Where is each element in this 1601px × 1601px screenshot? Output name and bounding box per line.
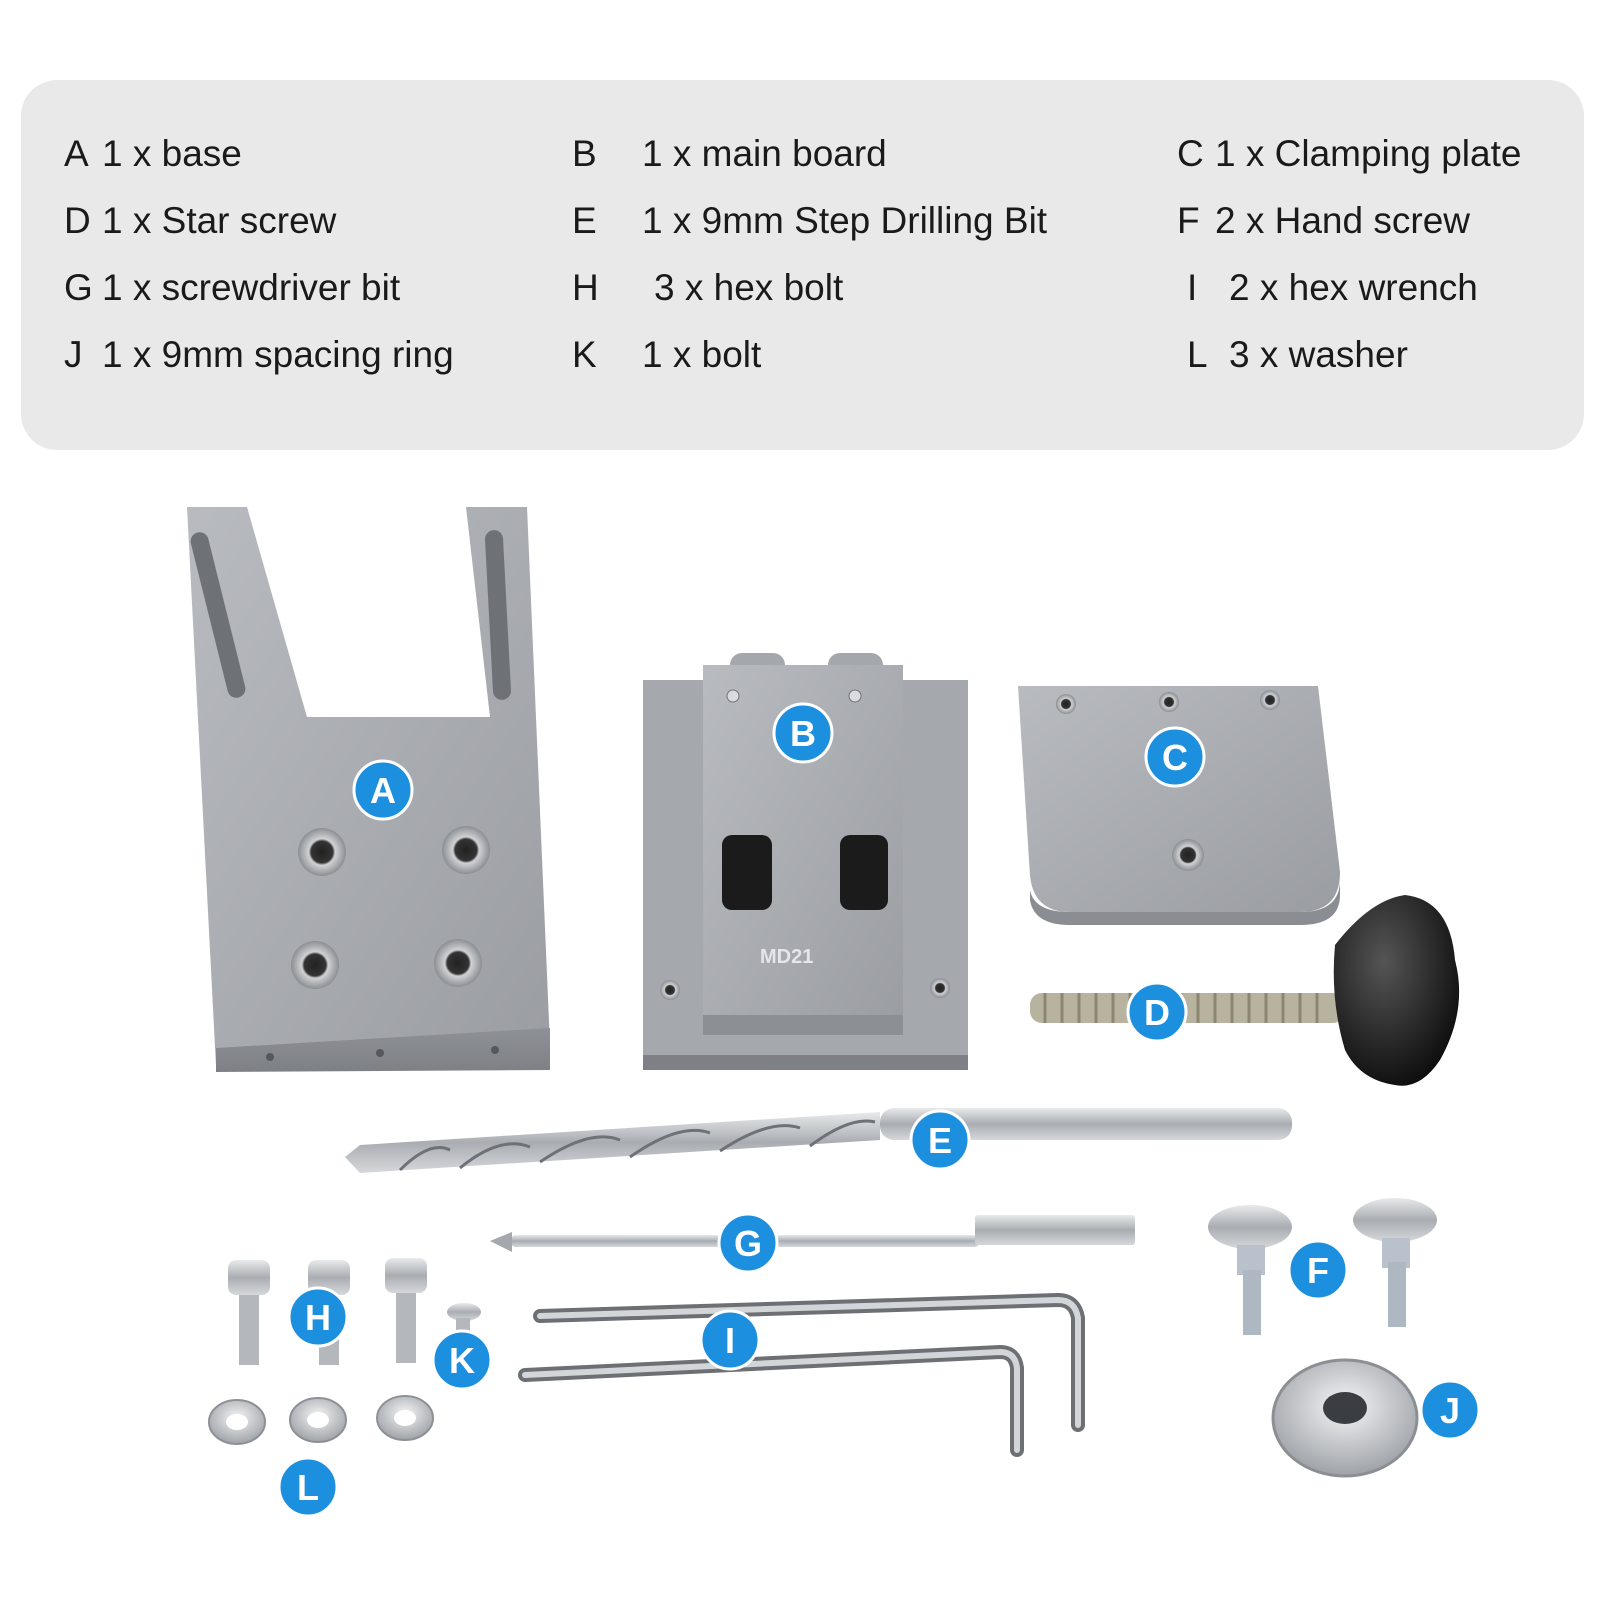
legend-text: 1 x Clamping plate (1215, 133, 1522, 174)
badge-d: D (1126, 981, 1188, 1043)
badge-label: L (297, 1467, 319, 1508)
legend-item-f: F 2 x Hand screw (1177, 202, 1470, 239)
legend-letter: A (64, 133, 89, 174)
legend-item-e: E 1 x 9mm Step Drilling Bit (572, 202, 1047, 239)
screwdriver-bit-part (490, 1215, 1135, 1252)
legend-item-d: D 1 x Star screw (64, 202, 336, 239)
badge-label: C (1162, 737, 1188, 778)
legend-item-a: A 1 x base (64, 135, 242, 172)
badge-label: H (305, 1297, 331, 1338)
badge-f: F (1287, 1239, 1349, 1301)
badge-h: H (287, 1286, 349, 1348)
badge-label: G (734, 1223, 762, 1264)
washer-part (208, 1395, 434, 1445)
legend-text: 2 x Hand screw (1215, 200, 1470, 241)
legend-letter: J (64, 334, 83, 375)
legend-letter: I (1187, 267, 1198, 308)
legend-letter: D (64, 200, 91, 241)
badge-label: D (1144, 992, 1170, 1033)
badge-label: E (928, 1120, 952, 1161)
badge-label: J (1440, 1390, 1460, 1431)
badge-label: K (449, 1340, 475, 1381)
legend-text: 1 x screwdriver bit (102, 267, 401, 308)
legend-item-b: B 1 x main board (572, 135, 887, 172)
legend-letter: K (572, 334, 597, 375)
badge-j: J (1419, 1379, 1481, 1441)
legend-text: 1 x 9mm Step Drilling Bit (642, 200, 1048, 241)
legend-text: 1 x main board (642, 133, 887, 174)
legend-text: 2 x hex wrench (1229, 267, 1478, 308)
legend-letter: E (572, 200, 597, 241)
badge-i: I (699, 1309, 761, 1371)
badge-g: G (717, 1212, 779, 1274)
legend-letter: G (64, 267, 93, 308)
step-drill-bit-part (345, 1108, 1292, 1173)
legend-text: 1 x Star screw (102, 200, 337, 241)
legend-item-k: K 1 x bolt (572, 336, 761, 373)
legend-letter: C (1177, 133, 1204, 174)
legend-item-h: H 3 x hex bolt (572, 269, 843, 306)
badge-c: C (1144, 726, 1206, 788)
badge-l: L (277, 1456, 339, 1518)
star-screw-part (1030, 895, 1460, 1086)
board-marking: MD21 (760, 946, 813, 968)
badge-k: K (431, 1329, 493, 1391)
badge-b: B (772, 702, 834, 764)
legend-item-i: I 2 x hex wrench (1187, 269, 1478, 306)
legend-item-l: L 3 x washer (1187, 336, 1408, 373)
legend-letter: H (572, 267, 599, 308)
legend-letter: F (1177, 200, 1200, 241)
legend-letter: L (1187, 334, 1208, 375)
badge-label: I (725, 1320, 735, 1361)
parts-photo: MD21 (187, 507, 1481, 1518)
badge-a: A (352, 759, 414, 821)
badge-label: F (1307, 1250, 1329, 1291)
legend-item-j: J 1 x 9mm spacing ring (64, 336, 454, 373)
legend-text: 3 x washer (1229, 334, 1408, 375)
legend-text: 3 x hex bolt (654, 267, 844, 308)
legend-text: 1 x bolt (642, 334, 762, 375)
legend-item-c: C 1 x Clamping plate (1177, 135, 1521, 172)
badge-e: E (909, 1109, 971, 1171)
legend-text: 1 x base (102, 133, 242, 174)
legend-text: 1 x 9mm spacing ring (102, 334, 454, 375)
hand-screw-part (1208, 1198, 1437, 1335)
hex-wrench-part (518, 1292, 1085, 1457)
badge-label: A (370, 770, 396, 811)
clamping-plate-part (1018, 686, 1340, 925)
legend-letter: B (572, 133, 597, 174)
badge-label: B (790, 713, 816, 754)
spacing-ring-part (1271, 1358, 1419, 1478)
